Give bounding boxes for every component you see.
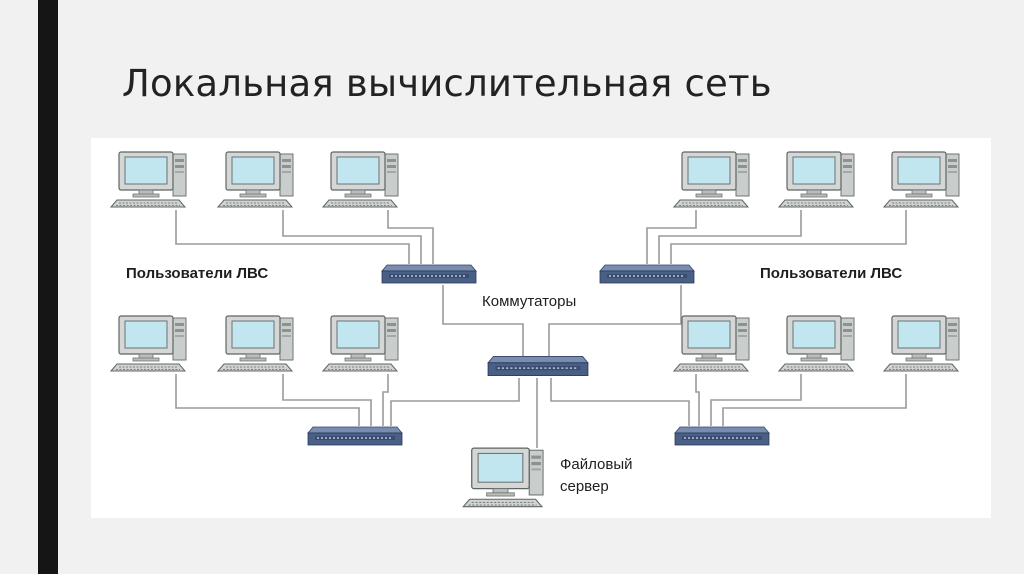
switch-icon <box>381 264 477 284</box>
switch-icon <box>674 426 770 446</box>
label-file-server-line2: сервер <box>560 478 609 495</box>
workstation-icon <box>883 151 960 208</box>
slide-title: Локальная вычислительная сеть <box>122 62 772 105</box>
cable <box>390 378 520 426</box>
cable <box>387 210 434 264</box>
network-diagram-canvas <box>110 151 960 508</box>
file-server-icon <box>462 447 544 508</box>
cable <box>442 285 524 362</box>
workstation-icon <box>778 151 855 208</box>
cable <box>548 285 682 362</box>
workstation-icon <box>110 151 187 208</box>
label-users-right: Пользователи ЛВС <box>760 265 903 282</box>
slide-accent-bar <box>38 0 58 574</box>
switch-icon <box>307 426 403 446</box>
cable <box>722 374 907 426</box>
cable <box>175 210 410 264</box>
cable <box>175 374 360 426</box>
switch-icon <box>487 355 589 377</box>
cable <box>646 210 697 264</box>
workstation-icon <box>217 151 294 208</box>
cable <box>695 374 700 426</box>
network-devices <box>110 151 960 508</box>
network-cables <box>175 210 907 448</box>
workstation-icon <box>673 315 750 372</box>
switch-icon <box>599 264 695 284</box>
cable <box>382 374 389 426</box>
cable <box>710 374 802 426</box>
network-diagram: Пользователи ЛВС Пользователи ЛВС Коммут… <box>91 138 991 518</box>
workstation-icon <box>322 151 399 208</box>
workstation-icon <box>322 315 399 372</box>
workstation-icon <box>110 315 187 372</box>
label-file-server-line1: Файловый <box>560 456 633 473</box>
workstation-icon <box>673 151 750 208</box>
cable <box>670 210 907 264</box>
cable <box>550 378 690 426</box>
cable <box>282 210 422 264</box>
workstation-icon <box>778 315 855 372</box>
workstation-icon <box>883 315 960 372</box>
label-users-left: Пользователи ЛВС <box>126 265 269 282</box>
cable <box>658 210 802 264</box>
workstation-icon <box>217 315 294 372</box>
cable <box>282 374 372 426</box>
label-switches: Коммутаторы <box>482 293 577 310</box>
